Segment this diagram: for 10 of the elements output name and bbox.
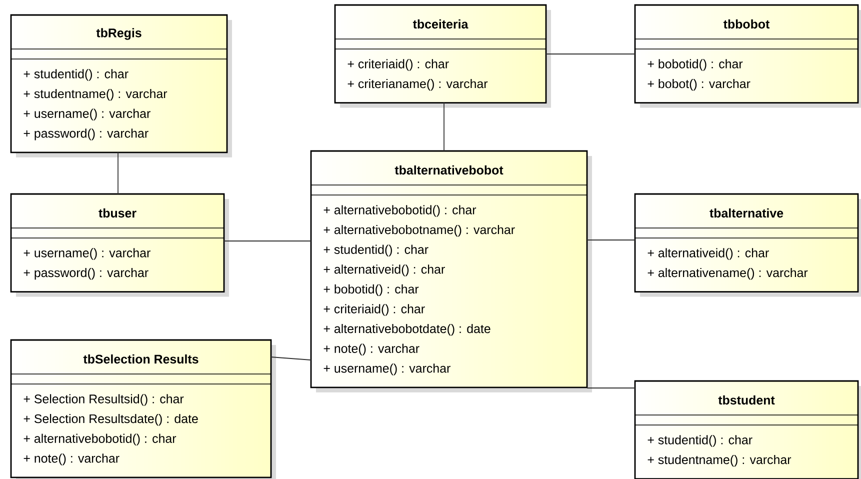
connector-line xyxy=(224,240,312,242)
class-box: tbstudent + studentid() : char + studentname() : varchar xyxy=(634,380,861,479)
connector-line xyxy=(270,356,312,360)
class-box: tbuser + username() : varchar + password() : varchar xyxy=(10,193,229,297)
class-box: tbalternative + alternativeid() : char + alternativename() : varchar xyxy=(634,193,861,297)
class-box: tbalternativebobot + alternativebobotid() : char + alternativebobotname() : varchar + studentid() : char + alternativeid() : char + bobotid() : char + criteriaid() : char + alternativebobotdate() : date + note() : varchar + username() : varchar xyxy=(310,150,592,392)
class-box: tbRegis + studentid() : char + studentname() : varchar + username() : varchar + password() : varchar xyxy=(10,14,232,158)
class-box: tbceiteria + criteriaid() : char + criterianame() : varchar xyxy=(334,4,551,108)
class-box: tbSelection Results + Selection Resultsid() : char + Selection Resultsdate() : date + alternativebobotid() : char + note() : varchar xyxy=(10,339,276,479)
class-box: tbbobot + bobotid() : char + bobot() : varchar xyxy=(634,4,861,108)
